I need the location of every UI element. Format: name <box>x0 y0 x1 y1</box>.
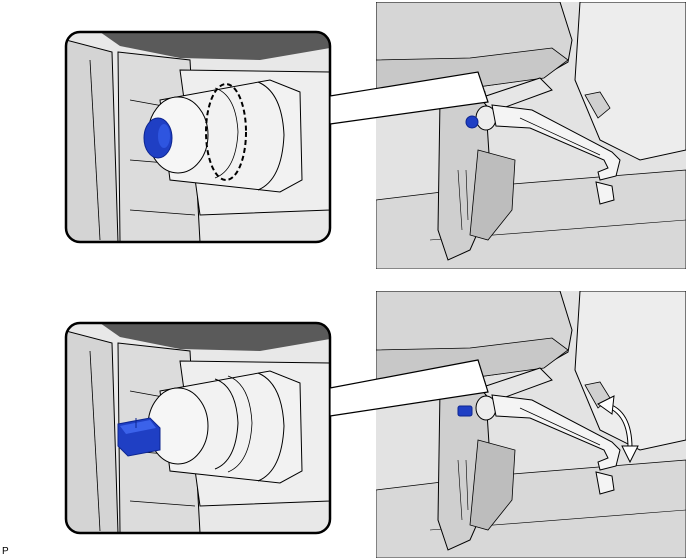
clip-icon <box>457 405 473 417</box>
clip-icon <box>465 115 479 129</box>
bottom-detail-panel <box>64 321 332 535</box>
callout-bottom <box>329 359 489 417</box>
callout-top <box>329 71 489 125</box>
figure-label: P <box>2 546 9 557</box>
top-overview-panel <box>376 2 686 269</box>
bottom-overview-panel <box>376 291 686 558</box>
top-detail-panel <box>64 30 332 244</box>
